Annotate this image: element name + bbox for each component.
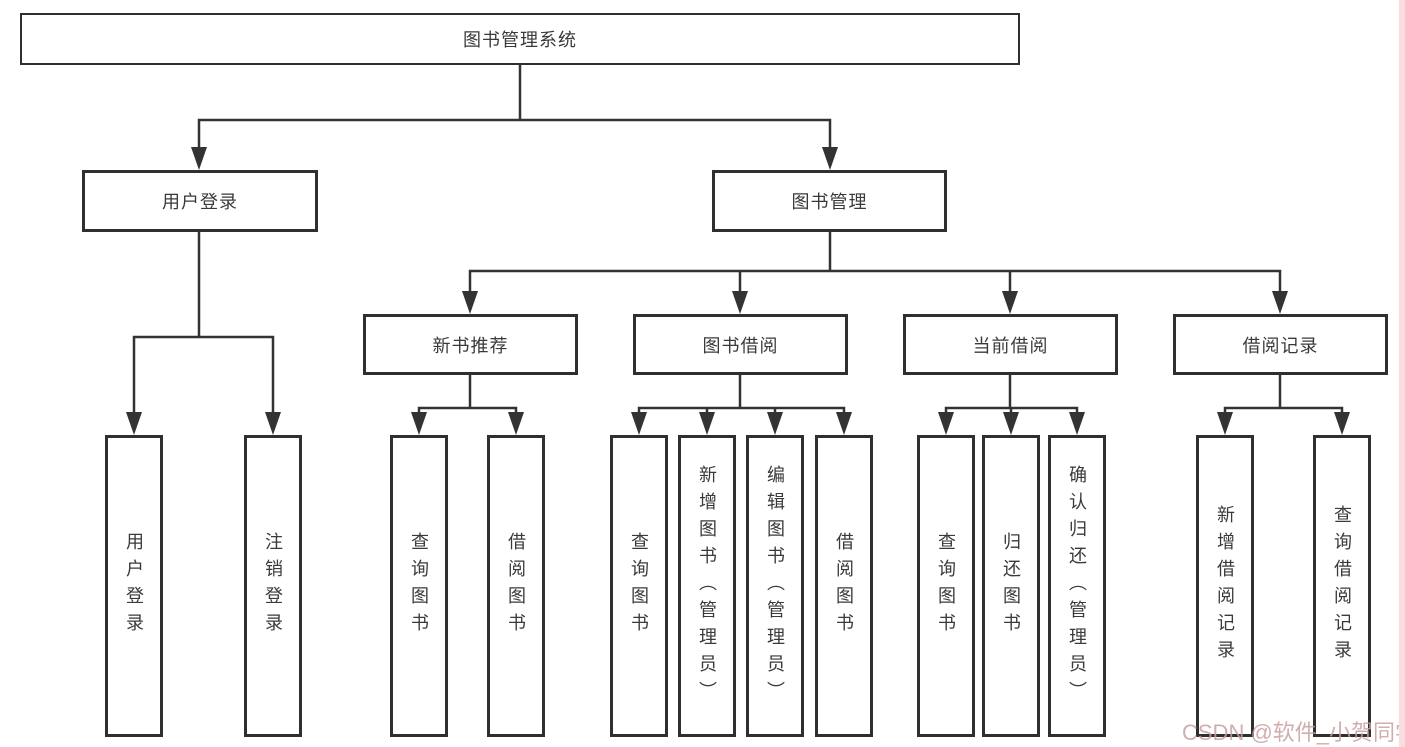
connector-current-borrow-children [944, 375, 1079, 413]
leaf-label: 查询图书 [936, 532, 956, 640]
leaf-add-borrow-record: 新增借阅记录 [1196, 435, 1254, 737]
connector-user-login-children [132, 232, 275, 413]
leaf-label: 确认归还（管理员） [1067, 464, 1087, 708]
leaf-return-book: 归还图书 [982, 435, 1040, 737]
leaf-query-book-borrow: 查询图书 [610, 435, 668, 737]
node-current-borrow: 当前借阅 [903, 314, 1118, 375]
leaf-borrow-book: 借阅图书 [815, 435, 873, 737]
node-book-management: 图书管理 [712, 170, 947, 232]
node-label: 用户登录 [162, 192, 238, 212]
leaf-query-book-current: 查询图书 [917, 435, 975, 737]
node-user-login: 用户登录 [82, 170, 318, 232]
connector-borrow-records-children [1223, 375, 1344, 413]
arrowheads-level3 [462, 291, 1288, 314]
leaf-label: 查询图书 [409, 532, 429, 640]
arrowheads-book-borrow-children [631, 412, 852, 435]
connector-root-to-level2 [197, 65, 832, 150]
leaf-label: 查询图书 [629, 532, 649, 640]
leaf-query-book-recommend: 查询图书 [390, 435, 448, 737]
node-label: 借阅记录 [1242, 335, 1319, 356]
leaf-confirm-return-admin: 确认归还（管理员） [1048, 435, 1106, 737]
node-label: 图书管理 [791, 192, 868, 212]
arrowheads-borrow-records-children [1217, 412, 1350, 435]
leaf-label: 新增借阅记录 [1215, 505, 1235, 667]
node-book-borrow: 图书借阅 [633, 314, 848, 375]
node-label: 图书借阅 [702, 335, 779, 356]
leaf-add-book-admin: 新增图书（管理员） [678, 435, 736, 737]
leaf-label: 注销登录 [263, 532, 283, 640]
arrowheads-level2 [191, 147, 838, 170]
leaf-label: 编辑图书（管理员） [765, 464, 785, 708]
node-label: 图书管理系统 [463, 30, 577, 50]
node-label: 新书推荐 [432, 335, 509, 356]
leaf-label: 查询借阅记录 [1332, 505, 1352, 667]
leaf-edit-book-admin: 编辑图书（管理员） [746, 435, 804, 737]
node-label: 当前借阅 [972, 335, 1049, 356]
leaf-label: 借阅图书 [506, 532, 526, 640]
leaf-label: 归还图书 [1001, 532, 1021, 640]
leaf-user-login: 用户登录 [105, 435, 163, 737]
node-borrow-records: 借阅记录 [1173, 314, 1388, 375]
arrowheads-current-borrow-children [938, 412, 1085, 435]
node-library-management-system: 图书管理系统 [20, 13, 1020, 65]
arrowheads-new-book-recommend-children [411, 412, 524, 435]
leaf-query-borrow-record: 查询借阅记录 [1313, 435, 1371, 737]
leaf-label: 新增图书（管理员） [697, 464, 717, 708]
connector-book-borrow-children [637, 375, 846, 413]
arrowheads-user-login-children [126, 412, 281, 435]
node-new-book-recommend: 新书推荐 [363, 314, 578, 375]
connector-new-book-recommend-children [417, 375, 518, 413]
right-edge-strip [1399, 0, 1405, 747]
leaf-borrow-book-recommend: 借阅图书 [487, 435, 545, 737]
csdn-watermark: CSDN @软件_小贺同学 [1182, 720, 1405, 745]
connector-book-management-children [468, 232, 1282, 294]
leaf-label: 借阅图书 [834, 532, 854, 640]
leaf-label: 用户登录 [124, 532, 144, 640]
leaf-logout: 注销登录 [244, 435, 302, 737]
